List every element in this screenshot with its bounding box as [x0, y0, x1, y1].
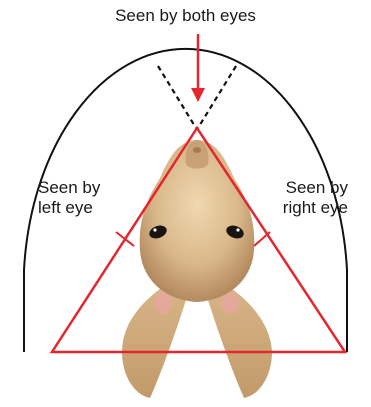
binocular-dashed-right [198, 66, 236, 128]
rabbit-head-top-view-icon [122, 140, 272, 398]
label-seen-by-right-eye: Seen by right eye [268, 178, 348, 218]
pointer-arrow-head [191, 88, 205, 102]
label-right-line-1: Seen by [268, 178, 348, 198]
label-seen-by-left-eye: Seen by left eye [38, 178, 100, 218]
right-ear [208, 282, 272, 398]
binocular-dashed-left [158, 66, 196, 128]
left-ear-inner [154, 292, 172, 314]
left-label-leader [116, 232, 134, 246]
right-eye-highlight [236, 228, 239, 231]
label-right-line-2: right eye [268, 198, 348, 218]
left-ear [122, 282, 186, 398]
label-left-line-2: left eye [38, 198, 100, 218]
nose [193, 147, 201, 153]
left-eye-highlight [153, 228, 156, 231]
label-seen-by-both-eyes: Seen by both eyes [0, 6, 371, 26]
label-left-line-1: Seen by [38, 178, 100, 198]
right-label-leader [254, 232, 270, 246]
right-ear-inner [221, 292, 239, 314]
